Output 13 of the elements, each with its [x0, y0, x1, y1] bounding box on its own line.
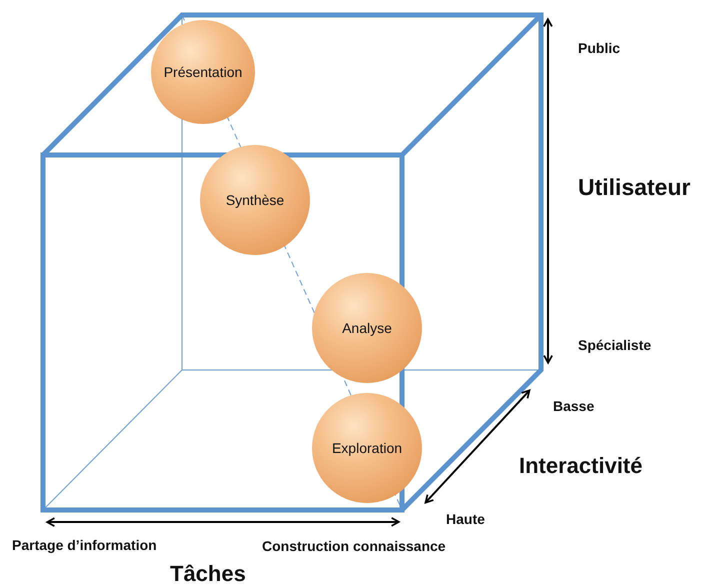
sphere-node: Synthèse [200, 145, 310, 255]
sphere-node: Analyse [312, 273, 422, 383]
axis-end-label: Construction connaissance [262, 538, 446, 554]
sphere-node: Exploration [312, 393, 422, 503]
axis-title: Interactivité [519, 453, 642, 479]
axis-end-label: Spécialiste [578, 337, 652, 353]
axis-title: Tâches [170, 561, 246, 587]
axis-end-label: Haute [446, 511, 485, 527]
sphere-node: Présentation [151, 20, 255, 124]
axis-end-label: Public [578, 40, 620, 56]
axis-title: Utilisateur [578, 174, 690, 201]
axis-end-label: Partage d’information [12, 537, 157, 553]
axis-end-label: Basse [553, 398, 594, 414]
